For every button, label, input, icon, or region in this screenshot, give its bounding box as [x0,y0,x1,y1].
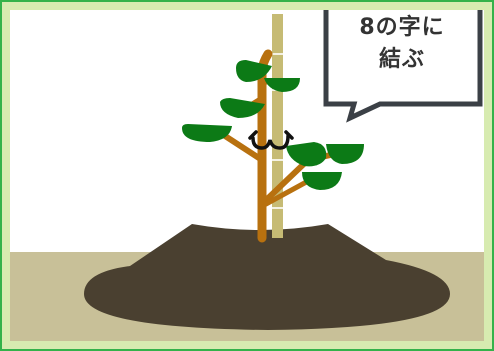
leaf [220,98,265,118]
leaf [326,144,364,164]
leaf [236,60,272,82]
callout-line-2: 結ぶ [378,47,425,72]
figure-eight-knot-icon [248,130,294,150]
leaf [182,124,232,142]
callout-line-1: 8の字に [359,15,445,40]
planting-scene [10,10,484,341]
support-stake [272,14,283,238]
soil-mound [84,224,450,330]
leaf [302,172,342,190]
leaf [286,142,327,167]
speech-bubble [323,10,483,123]
leaf [264,78,300,92]
callout-text: 8の字に 結ぶ [332,12,472,76]
seedling-leaves [182,60,364,190]
